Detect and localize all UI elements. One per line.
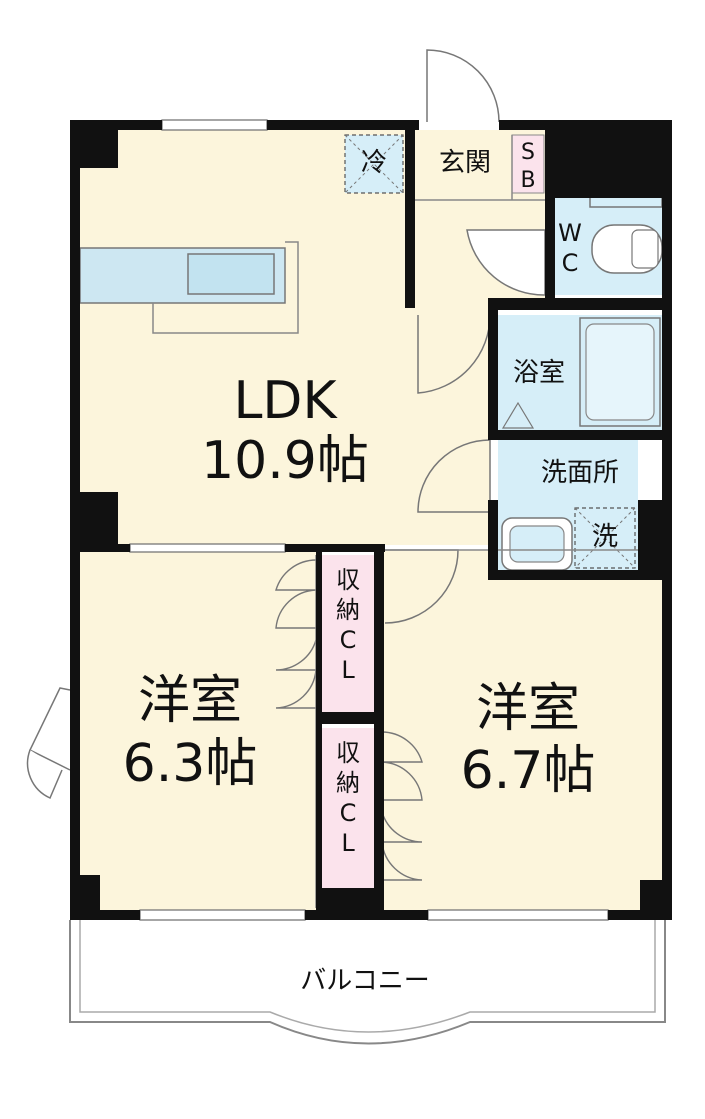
closet-upper-label: 収 納 C L [322, 565, 374, 685]
balcony-inner-line [79, 920, 656, 1033]
side-window-bay [29, 687, 71, 771]
window-left-bottom [139, 909, 306, 921]
kitchen-counter-return [152, 241, 299, 334]
closet-lower-label: 収 納 C L [322, 738, 374, 858]
window-ldk-divider [129, 543, 286, 553]
kitchen-sink [187, 253, 275, 295]
shoe-box-char-2: B [520, 167, 536, 193]
closet-lower-floor [322, 728, 374, 888]
side-window-swing [26, 749, 63, 799]
closet-upper-char-3: C [339, 626, 357, 654]
closet-lower-char-4: L [341, 829, 355, 857]
window-ldk-top [161, 119, 268, 131]
shoe-box-char-1: S [521, 140, 535, 165]
western-left-label: 洋室 [137, 671, 242, 731]
entrance-door [426, 49, 500, 123]
wash-basin-bowl [509, 525, 565, 563]
balcony-outline [69, 920, 666, 1045]
toilet-seat-icon [631, 229, 659, 269]
closet-lower-char-1: 収 [336, 739, 360, 767]
ldk-label: LDK [233, 371, 337, 431]
right-room-door [384, 549, 459, 624]
bath-label: 浴室 [512, 358, 565, 388]
fridge-label: 冷 [360, 148, 387, 178]
closet-upper-char-2: 納 [336, 596, 360, 624]
washroom-label: 洗面所 [540, 458, 619, 488]
bath-floor-marker [501, 401, 535, 429]
washer-cross [574, 507, 636, 569]
closet-lower-char-2: 納 [336, 769, 360, 797]
bathtub-inner [585, 323, 655, 421]
closet-lower-doors [381, 731, 423, 881]
wc-char-2: C [561, 249, 579, 277]
window-right-bottom [427, 909, 609, 921]
closet-lower-char-3: C [339, 799, 357, 827]
western-right-size: 6.7帖 [460, 741, 596, 801]
western-room-right-floor [382, 550, 662, 915]
balcony-label: バルコニー [300, 966, 430, 996]
genkan-label: 玄関 [438, 148, 491, 178]
shoe-box-label: S B [513, 139, 543, 194]
wc-char-1: W [558, 219, 582, 247]
wc-label: W C [555, 218, 585, 278]
ldk-floor [78, 130, 408, 545]
fridge-cross [344, 134, 404, 194]
closet-upper-char-1: 収 [336, 566, 360, 594]
wc-door [466, 229, 546, 296]
closet-upper-doors [275, 559, 317, 709]
walls [70, 120, 672, 920]
ldk-size: 10.9帖 [201, 431, 369, 491]
closet-upper-floor [322, 555, 374, 715]
closet-upper-char-4: L [341, 656, 355, 684]
western-room-left-floor [78, 550, 316, 915]
western-left-size: 6.3帖 [122, 734, 258, 794]
washer-label: 洗 [591, 522, 618, 552]
western-right-label: 洋室 [475, 679, 580, 739]
washroom-door [417, 439, 491, 513]
